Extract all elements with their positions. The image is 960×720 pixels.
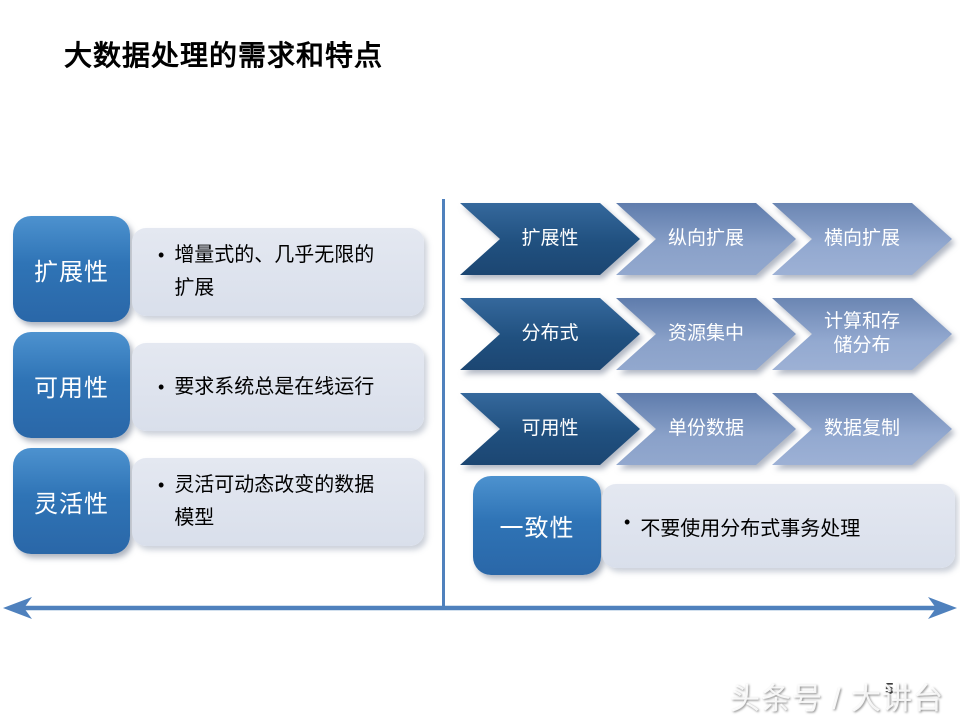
chevron-data-replication: 数据复制 — [772, 393, 952, 465]
chevron-scalability-line1: 扩展性 — [521, 228, 579, 250]
chevron-single-copy-data-line1: 单份数据 — [667, 418, 744, 440]
chevron-horizontal-scaling-line1: 横向扩展 — [823, 228, 900, 250]
chevron-horizontal-scaling: 横向扩展 — [772, 203, 952, 275]
bullet-icon: • — [158, 376, 165, 397]
page-title: 大数据处理的需求和特点 — [64, 40, 384, 71]
chevron-scalability: 扩展性 — [460, 203, 640, 275]
chevron-vertical-scaling: 纵向扩展 — [616, 203, 796, 275]
chevron-availability-line1: 可用性 — [521, 418, 579, 440]
feature-desc-scalability: • 增量式的、几乎无限的 扩展 — [132, 228, 424, 316]
feature-tab-availability-label: 可用性 — [34, 374, 109, 402]
bullet-icon: • — [158, 475, 165, 495]
feature-desc-consistency-text: 不要使用分布式事务处理 — [640, 517, 861, 540]
chevron-vertical-scaling-line1: 纵向扩展 — [667, 228, 744, 250]
feature-tab-scalability: 扩展性 — [13, 216, 130, 322]
vertical-divider-line — [442, 199, 445, 608]
feature-desc-flexibility: • 灵活可动态改变的数据 模型 — [132, 458, 424, 546]
feature-desc-scalability-line2: 扩展 — [174, 277, 215, 299]
feature-tab-consistency-label: 一致性 — [499, 515, 575, 542]
chevron-single-copy-data: 单份数据 — [616, 393, 796, 465]
bullet-icon: • — [624, 511, 631, 532]
feature-desc-consistency: • 不要使用分布式事务处理 — [602, 484, 955, 568]
horizontal-axis-arrow — [3, 597, 957, 619]
feature-tab-availability: 可用性 — [13, 332, 130, 438]
chevron-compute-storage-line2: 储分布 — [833, 335, 891, 356]
feature-tab-flexibility-label: 灵活性 — [34, 490, 109, 518]
feature-desc-availability-line1: 要求系统总是在线运行 — [174, 375, 375, 398]
feature-desc-flexibility-line1: 灵活可动态改变的数据 — [174, 474, 375, 496]
chevron-resource-centralized: 资源集中 — [616, 298, 796, 370]
watermark: 头条号 / 大讲台 — [729, 683, 944, 716]
chevron-distributed-line1: 分布式 — [521, 323, 579, 345]
chevron-distributed: 分布式 — [460, 298, 640, 370]
chevron-data-replication-line1: 数据复制 — [823, 418, 900, 440]
chevron-compute-storage-line1: 计算和存 — [823, 311, 900, 333]
bullet-icon: • — [158, 245, 165, 265]
feature-desc-flexibility-line2: 模型 — [174, 507, 215, 529]
chevron-compute-storage-distributed: 计算和存 储分布 — [772, 298, 952, 370]
feature-desc-scalability-line1: 增量式的、几乎无限的 — [174, 244, 375, 266]
chevron-availability: 可用性 — [460, 393, 640, 465]
feature-desc-availability: • 要求系统总是在线运行 — [132, 343, 424, 431]
chevron-resource-centralized-line1: 资源集中 — [667, 323, 744, 345]
feature-tab-scalability-label: 扩展性 — [34, 258, 109, 286]
feature-tab-flexibility: 灵活性 — [13, 448, 130, 554]
page-number: 5 — [885, 681, 894, 698]
feature-tab-consistency: 一致性 — [473, 476, 601, 575]
